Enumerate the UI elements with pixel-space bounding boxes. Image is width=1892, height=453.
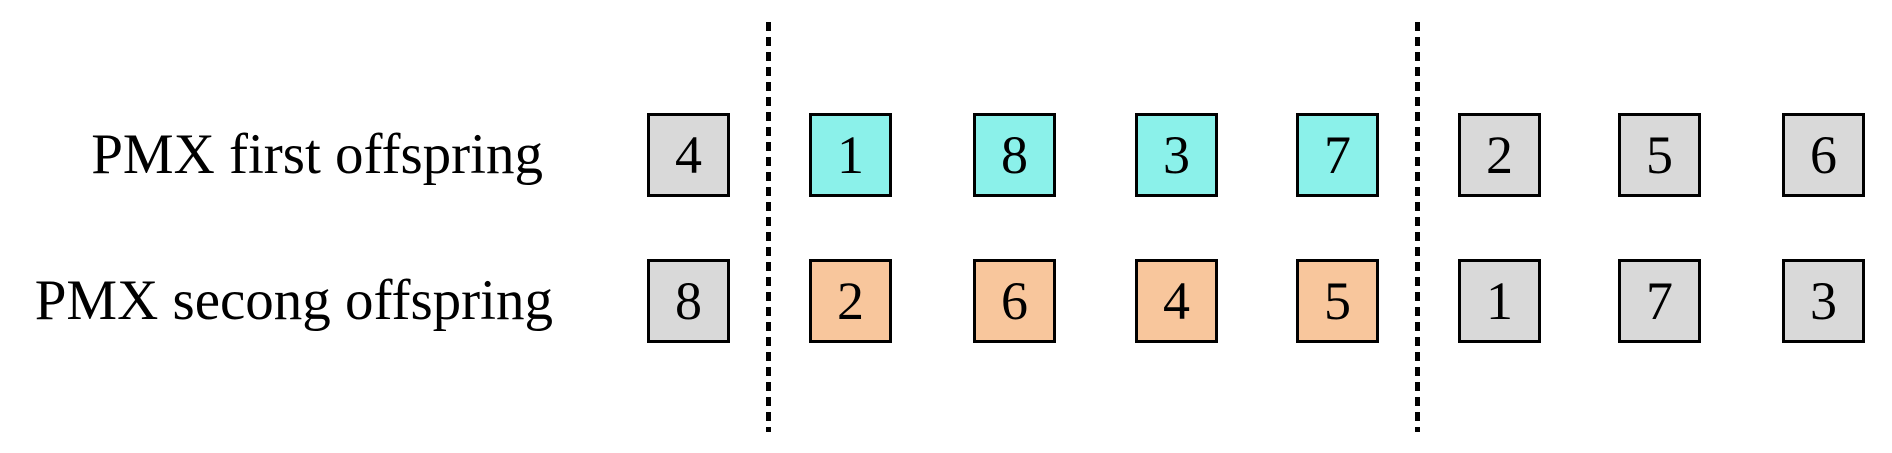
gene-box: 5: [1296, 259, 1379, 343]
second-offspring-label: PMX secong offspring: [34, 268, 553, 332]
gene-box: 3: [1135, 113, 1218, 197]
gene-box: 5: [1618, 113, 1701, 197]
gene-box: 2: [1458, 113, 1541, 197]
first-offspring-label: PMX first offspring: [91, 122, 543, 186]
gene-box: 8: [647, 259, 730, 343]
gene-box: 7: [1296, 113, 1379, 197]
crossover-cut-line-right: [1415, 22, 1420, 432]
gene-box: 8: [973, 113, 1056, 197]
gene-box: 6: [973, 259, 1056, 343]
gene-box: 3: [1782, 259, 1865, 343]
gene-box: 1: [1458, 259, 1541, 343]
gene-box: 2: [809, 259, 892, 343]
crossover-cut-line-left: [766, 22, 771, 432]
gene-box: 6: [1782, 113, 1865, 197]
gene-box: 1: [809, 113, 892, 197]
gene-box: 4: [1135, 259, 1218, 343]
gene-box: 4: [647, 113, 730, 197]
gene-box: 7: [1618, 259, 1701, 343]
